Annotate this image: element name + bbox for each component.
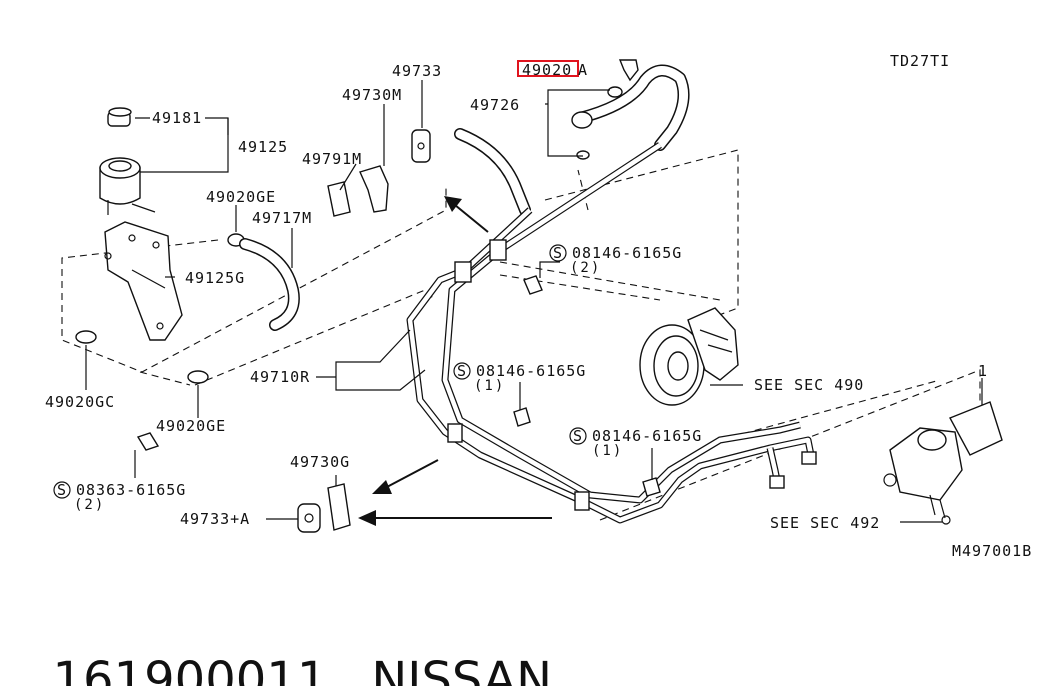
bolt-mid xyxy=(513,407,531,427)
suction-hose xyxy=(239,238,300,331)
caption-brand: NISSAN xyxy=(371,652,553,686)
arrow-left-icon xyxy=(358,510,376,526)
hose-clamp-gc xyxy=(75,330,97,344)
clip-49791m xyxy=(327,181,351,217)
label-49726: 49726 xyxy=(470,96,520,114)
power-steering-pump xyxy=(639,307,739,406)
label-49730m: 49730M xyxy=(342,86,402,104)
pipe-clamp-lower xyxy=(574,491,590,511)
model-code-label: TD27TI xyxy=(890,52,950,70)
screw-symbol-text: S xyxy=(553,244,563,262)
label-49730g: 49730G xyxy=(290,453,350,471)
label-49020ge-top: 49020GE xyxy=(206,188,276,206)
screw-symbol-text: S xyxy=(457,362,467,380)
pipe-route xyxy=(406,142,817,524)
label-see-sec-490: SEE SEC 490 xyxy=(754,376,864,394)
clip-49730m xyxy=(359,165,389,213)
bolt-49020a xyxy=(618,59,639,82)
label-49020a-suffix: A xyxy=(578,61,588,79)
grommet-49733 xyxy=(411,129,431,163)
figure-code-label: M497001B xyxy=(952,542,1032,560)
bolt-left xyxy=(136,432,160,451)
label-49717m: 49717M xyxy=(252,209,312,227)
pressure-hose-upper xyxy=(454,59,690,216)
grommet-49733a xyxy=(297,503,321,533)
label-49125g: 49125G xyxy=(185,269,245,287)
reservoir-assembly xyxy=(75,107,245,451)
label-49710r: 49710R xyxy=(250,368,310,386)
clips-lower xyxy=(297,483,351,533)
leader-lines xyxy=(85,80,983,523)
label-49733-top: 49733 xyxy=(392,62,442,80)
label-bolt-low-qty: (1) xyxy=(592,443,623,459)
label-49181: 49181 xyxy=(152,109,202,127)
label-bolt-top: 08146-6165G xyxy=(572,244,682,262)
caption: 161900011 NISSAN xyxy=(22,596,553,686)
label-bolt-low: 08146-6165G xyxy=(592,427,702,445)
caption-part-number: 161900011 xyxy=(52,652,328,686)
screw-symbol-icon xyxy=(53,481,71,499)
label-49733a: 49733+A xyxy=(180,510,250,528)
screw-symbol-icon xyxy=(453,362,471,380)
steering-gear xyxy=(883,401,1003,525)
label-49125: 49125 xyxy=(238,138,288,156)
label-49791m: 49791M xyxy=(302,150,362,168)
pipe-clamp-upper xyxy=(489,239,507,261)
arrow-up-icon xyxy=(444,196,462,212)
clips-top xyxy=(327,129,431,217)
bolts xyxy=(513,275,661,497)
label-bolt-left-qty: (2) xyxy=(74,497,105,513)
screw-symbol-text: S xyxy=(57,481,67,499)
label-callout-1: 1 xyxy=(978,362,988,380)
highlight-box xyxy=(517,60,579,77)
bolt-low xyxy=(642,477,661,497)
label-49020a: 49020 xyxy=(522,61,572,79)
label-bolt-mid-qty: (1) xyxy=(474,378,505,394)
label-bolt-left: 08363-6165G xyxy=(76,481,186,499)
label-49020gc: 49020GC xyxy=(45,393,115,411)
label-bolt-mid: 08146-6165G xyxy=(476,362,586,380)
label-bolt-top-qty: (2) xyxy=(570,260,601,276)
screw-symbol-icon xyxy=(549,244,567,262)
reservoir-bracket xyxy=(104,221,183,341)
arrow-down-left-icon xyxy=(372,480,392,494)
label-see-sec-492: SEE SEC 492 xyxy=(770,514,880,532)
label-49020ge-bottom: 49020GE xyxy=(156,417,226,435)
bolt-top xyxy=(523,275,543,295)
direction-arrows xyxy=(358,196,552,526)
union-fitting xyxy=(571,111,593,129)
screw-symbol-icon xyxy=(569,427,587,445)
screw-symbol-text: S xyxy=(573,427,583,445)
pipe-clamp-mid xyxy=(447,423,463,443)
clip-49730g xyxy=(327,483,351,531)
part-labels: TD27TI M497001B 49733 49020 A 49730M 497… xyxy=(45,52,1032,560)
hose-clamp-ge-bottom xyxy=(187,370,209,384)
